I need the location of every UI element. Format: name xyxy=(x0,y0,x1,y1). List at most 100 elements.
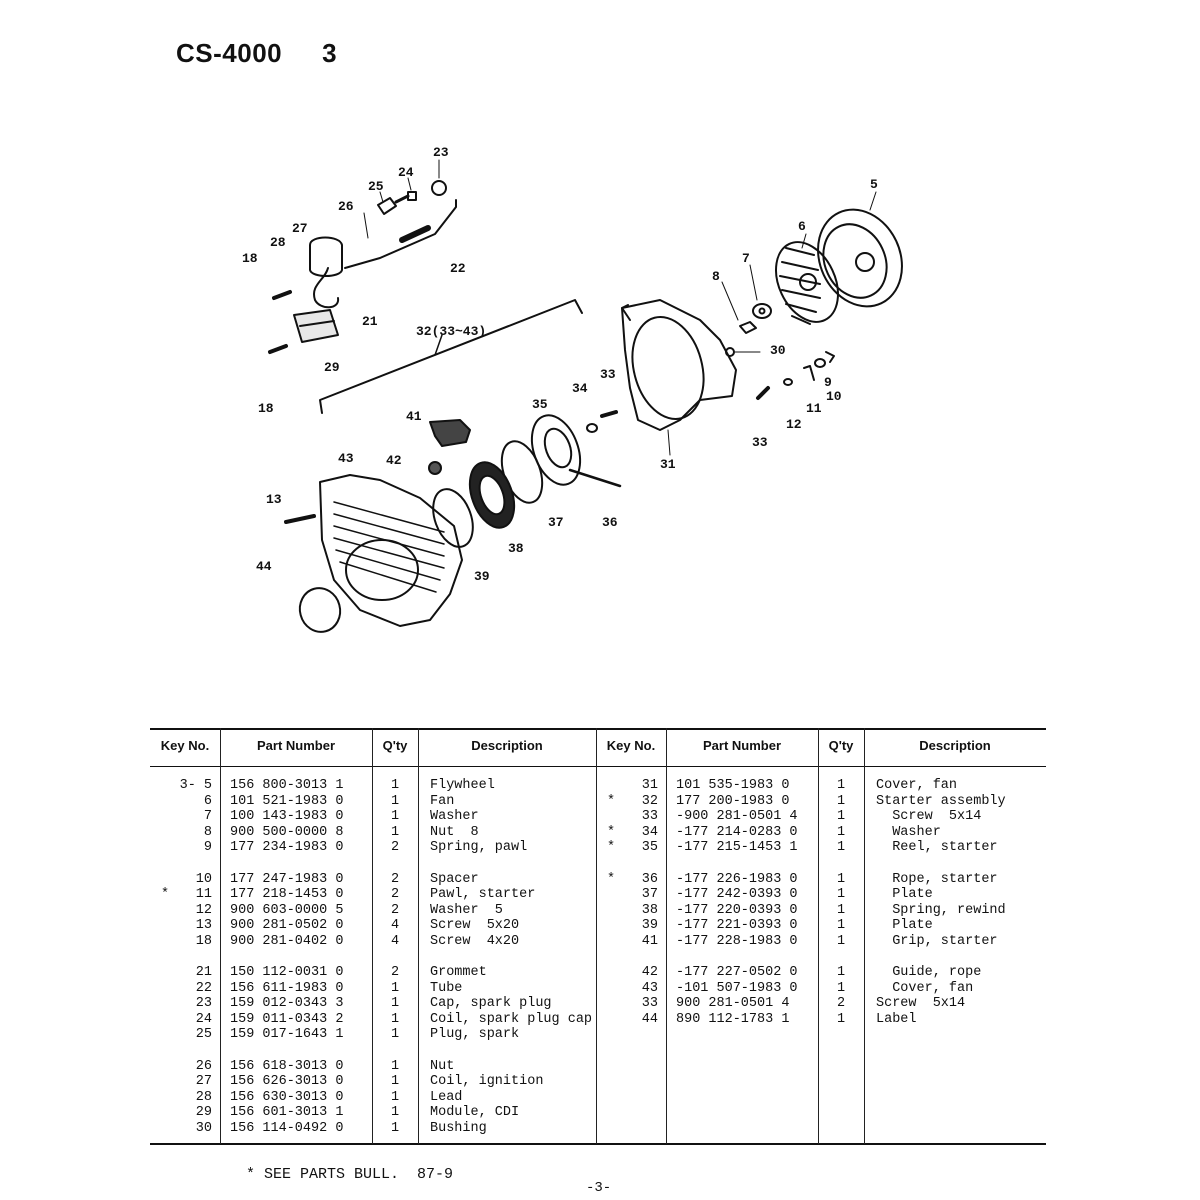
table-bottom-rule xyxy=(150,1143,1046,1145)
row-key-no: 13 xyxy=(195,918,212,933)
row-qty: 2 xyxy=(836,996,846,1011)
row-key-no: 31 xyxy=(641,778,658,793)
row-key-no: 42 xyxy=(641,965,658,980)
row-description: Spring, pawl xyxy=(430,840,528,855)
row-description: Plate xyxy=(876,918,933,933)
row-description: Washer 5 xyxy=(430,902,503,918)
row-qty: 4 xyxy=(390,933,400,949)
row-qty: 1 xyxy=(836,965,846,980)
row-description: Rope, starter xyxy=(876,871,998,887)
row-description: Screw 5x20 xyxy=(430,918,520,933)
row-part-number: 900 281-0502 0 xyxy=(230,918,344,933)
model-number: CS-4000 xyxy=(176,38,283,68)
row-part-number: 900 281-0402 0 xyxy=(230,933,344,949)
row-description: Cap, spark plug xyxy=(430,996,552,1011)
cdi-module xyxy=(293,309,339,343)
row-qty: 2 xyxy=(390,965,400,980)
exploded-parts-diagram: 23242526272818212232(33~43)5678309101112… xyxy=(242,145,903,633)
row-description: Grip, starter xyxy=(876,933,998,949)
row-qty: 1 xyxy=(390,1089,400,1105)
table-top-rule xyxy=(150,728,1046,730)
callout-label: 32(33~43) xyxy=(416,324,486,339)
row-part-number: 177 218-1453 0 xyxy=(230,887,344,902)
row-key-no: 29 xyxy=(195,1105,212,1120)
header-key-no-right: Key No. xyxy=(606,738,656,753)
callout-label: 33 xyxy=(752,435,768,450)
row-description: Washer xyxy=(430,809,479,824)
bolt-18b xyxy=(268,344,288,354)
row-qty: 1 xyxy=(836,840,846,855)
row-description: Pawl, starter xyxy=(430,887,536,902)
callout-label: 43 xyxy=(338,451,354,466)
row-part-number: 156 114-0492 0 xyxy=(230,1120,344,1136)
callout-label: 18 xyxy=(242,251,258,266)
row-qty: 1 xyxy=(836,918,846,933)
callout-label: 34 xyxy=(572,381,588,396)
callout-label: 10 xyxy=(826,389,842,404)
callout-label: 5 xyxy=(870,177,878,192)
header-key-no: Key No. xyxy=(160,738,210,753)
row-description: Nut 8 xyxy=(430,824,479,840)
row-mark: * xyxy=(606,793,616,809)
row-key-no: 33 xyxy=(641,996,658,1011)
footnote: * SEE PARTS BULL. 87-9 xyxy=(246,1166,454,1183)
row-description: Screw 5x14 xyxy=(876,809,982,824)
callout-label: 23 xyxy=(433,145,449,160)
row-part-number: 177 200-1983 0 xyxy=(676,793,790,809)
callout-label: 35 xyxy=(532,397,548,412)
callout-label: 39 xyxy=(474,569,490,584)
row-key-no: 38 xyxy=(641,902,658,918)
page-number: -3- xyxy=(586,1180,612,1196)
diagram-callouts: 23242526272818212232(33~43)5678309101112… xyxy=(242,145,878,584)
row-part-number: -177 228-1983 0 xyxy=(676,933,798,949)
row-key-no: 10 xyxy=(195,871,212,887)
starter-reel xyxy=(530,414,582,486)
row-mark: * xyxy=(160,887,170,902)
row-key-no: 6 xyxy=(203,793,212,809)
row-key-no: 22 xyxy=(195,980,212,996)
row-description: Flywheel xyxy=(430,778,495,793)
row-part-number: 156 800-3013 1 xyxy=(230,778,344,793)
callout-label: 42 xyxy=(386,453,402,468)
row-key-no: 28 xyxy=(195,1089,212,1105)
row-qty: 1 xyxy=(390,1058,400,1074)
row-key-no: 23 xyxy=(195,996,212,1011)
row-qty: 2 xyxy=(390,887,400,902)
starter-grip xyxy=(429,419,471,447)
washer-7 xyxy=(752,303,772,319)
row-qty: 1 xyxy=(390,1074,400,1089)
parts-table: Key No. Part Number Q'ty Description Key… xyxy=(150,728,1046,1146)
row-key-no: 18 xyxy=(195,933,212,949)
row-part-number: 156 611-1983 0 xyxy=(230,980,344,996)
spring-pawl xyxy=(825,351,835,363)
bushing-30 xyxy=(725,347,735,357)
callout-label: 38 xyxy=(508,541,524,556)
row-qty: 1 xyxy=(390,1027,400,1042)
row-description: Plug, spark xyxy=(430,1027,520,1042)
callout-label: 13 xyxy=(266,492,282,507)
row-key-no: 43 xyxy=(641,980,658,996)
row-key-no: 25 xyxy=(195,1027,212,1042)
row-key-no: 3- 5 xyxy=(179,778,212,793)
row-part-number: -177 227-0502 0 xyxy=(676,965,798,980)
row-description: Plate xyxy=(876,887,933,902)
row-key-no: 34 xyxy=(641,824,658,840)
starter-assembly-bracket xyxy=(319,299,583,414)
row-key-no: 24 xyxy=(195,1011,212,1027)
row-description: Coil, spark plug cap xyxy=(430,1011,593,1027)
label-44 xyxy=(298,587,342,633)
spark-plug-tube xyxy=(344,199,457,269)
header-part-number: Part Number xyxy=(256,738,336,753)
header-qty-right: Q'ty xyxy=(828,738,854,753)
row-part-number: 156 630-3013 0 xyxy=(230,1089,344,1105)
row-description: Spring, rewind xyxy=(876,902,1006,918)
row-qty: 1 xyxy=(836,980,846,996)
callout-label: 9 xyxy=(824,375,832,390)
ignition-coil xyxy=(309,236,343,277)
callout-label: 31 xyxy=(660,457,676,472)
callout-label: 29 xyxy=(324,360,340,375)
callout-label: 8 xyxy=(712,269,720,284)
callout-label: 12 xyxy=(786,417,802,432)
header-part-number-right: Part Number xyxy=(702,738,782,753)
